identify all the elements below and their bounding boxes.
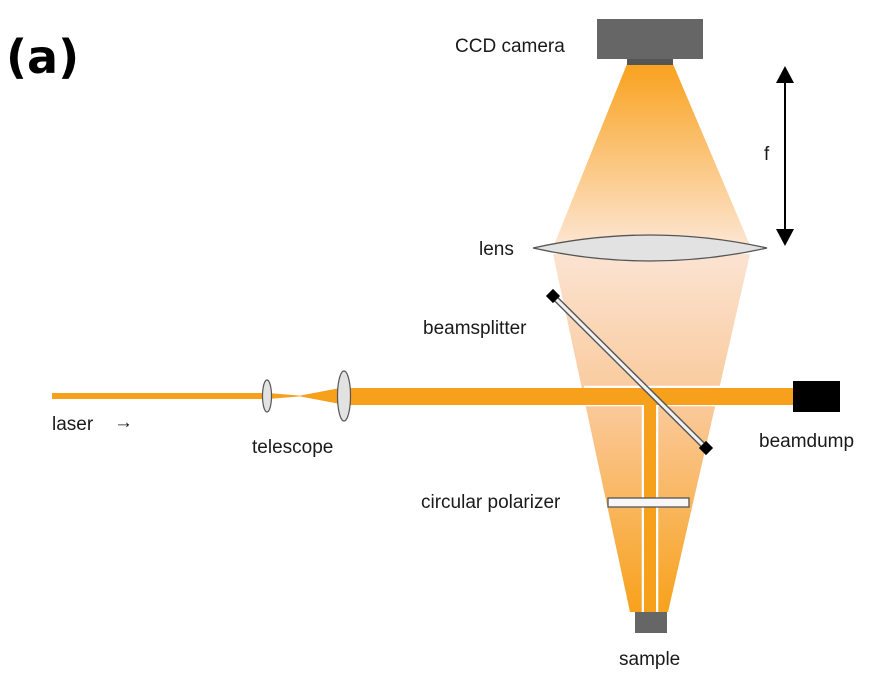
beamdump <box>793 381 840 412</box>
ccd-camera-label: CCD camera <box>455 36 565 57</box>
ccd-camera-sensor <box>627 59 673 65</box>
circular-polarizer-label: circular polarizer <box>421 492 561 513</box>
imaging-lens <box>532 234 768 262</box>
circular-polarizer <box>607 497 690 508</box>
ccd-camera <box>597 19 703 59</box>
lens-label: lens <box>479 239 514 260</box>
telescope-lens-small <box>261 379 273 413</box>
telescope-lens-large <box>336 370 352 422</box>
telescope-label: telescope <box>252 437 333 458</box>
beamsplitter-label: beamsplitter <box>423 318 527 339</box>
sample-label: sample <box>619 649 680 670</box>
laser-label: laser <box>52 414 94 435</box>
focal-length-arrow <box>776 66 794 246</box>
panel-label: (a) <box>6 30 79 84</box>
laser-beam <box>52 388 796 612</box>
laser-direction-arrow: → <box>114 412 133 433</box>
beamdump-label: beamdump <box>759 431 854 452</box>
focal-length-label: f <box>764 144 770 165</box>
light-cone-upper <box>552 64 752 250</box>
beamsplitter <box>545 288 714 456</box>
sample <box>635 612 667 633</box>
